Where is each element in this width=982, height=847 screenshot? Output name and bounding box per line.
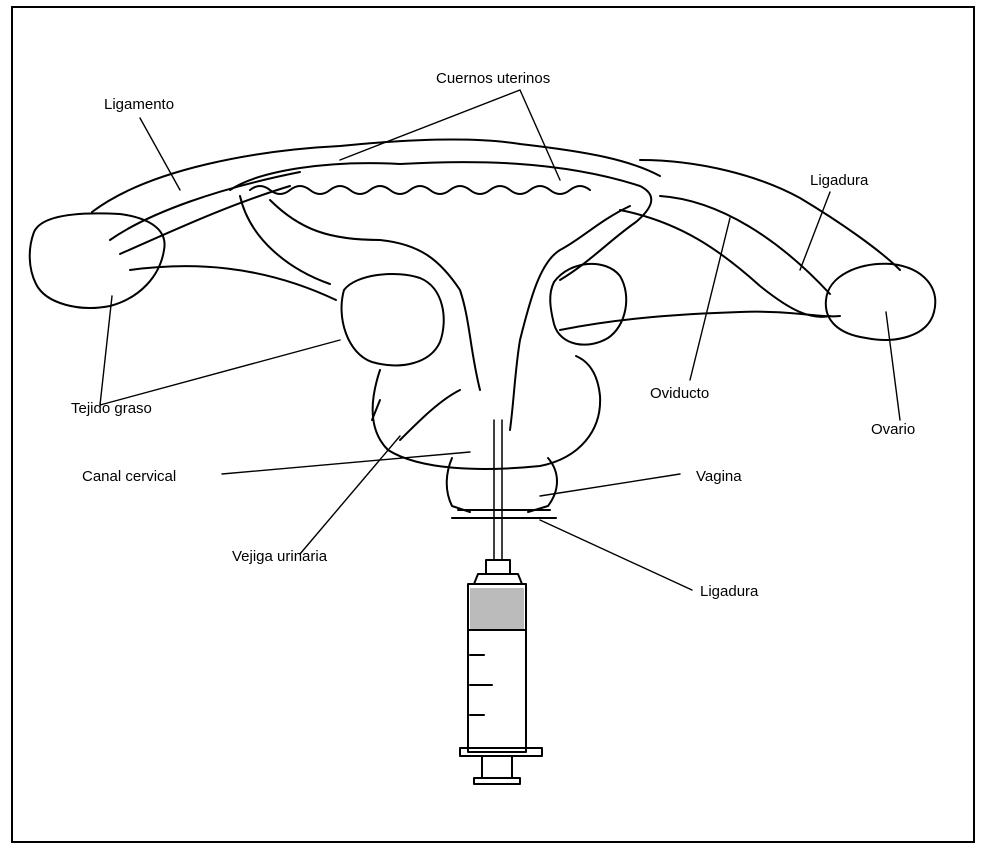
needle — [494, 420, 502, 560]
label-vejiga-urinaria: Vejiga urinaria — [232, 548, 327, 566]
syringe-plunger — [482, 756, 512, 778]
right-fat-tissue — [550, 264, 626, 345]
label-ligadura-bottom: Ligadura — [700, 583, 758, 601]
syringe-hub — [486, 560, 510, 574]
uterine-body — [230, 162, 651, 280]
label-ligamento: Ligamento — [104, 96, 174, 114]
left-ovary — [30, 213, 165, 308]
label-oviducto: Oviducto — [650, 385, 709, 403]
label-canal-cervical: Canal cervical — [82, 468, 176, 486]
left-uterine-horn — [92, 140, 660, 212]
label-ligadura-top: Ligadura — [810, 172, 868, 190]
label-vagina: Vagina — [696, 468, 742, 486]
cervix — [373, 356, 600, 469]
label-cuernos-uterinos: Cuernos uterinos — [436, 70, 550, 88]
label-ovario: Ovario — [871, 421, 915, 439]
left-fat-tissue — [342, 274, 444, 365]
label-tejido-graso: Tejido graso — [71, 400, 152, 418]
syringe-contents — [470, 588, 524, 630]
right-ovary — [826, 264, 935, 340]
